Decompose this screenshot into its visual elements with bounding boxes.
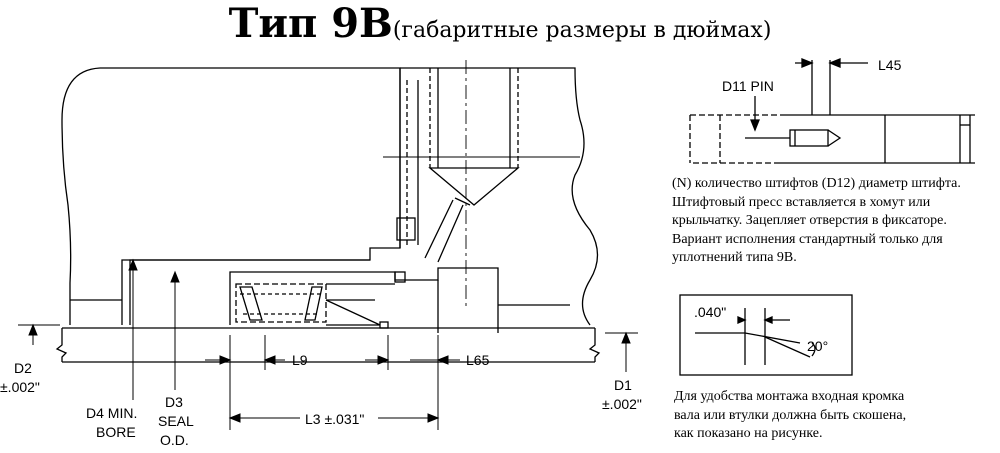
label-d1-line1: D1 [614,377,632,393]
label-d2-line1: D2 [14,360,32,376]
label-d3-line1: D3 [165,394,183,410]
label-d3-line2: SEAL [158,413,194,429]
label-d2-line2: ±.002" [0,379,40,395]
chamfer-note-line: как показано на рисунке. [674,426,823,441]
label-chamfer-angle: 20° [807,338,828,354]
label-chamfer-width: .040" [694,304,726,320]
shaft [55,327,601,363]
pin-bore [383,60,580,310]
pin-note-line: уплотнений типа 9В. [672,250,797,265]
title-main: Тип 9В [228,0,393,47]
chamfer-note-line: Для удобства монтажа входная кромка [674,389,905,404]
pin-note-line: Штифтовый пресс вставляется в хомут или [672,194,931,210]
pin-note-line: (N) количество штифтов (D12) диаметр шти… [672,176,961,191]
seal-assembly [235,271,406,329]
label-d4-line1: D4 MIN. [86,405,137,421]
title-subtitle: (габаритные размеры в дюймах) [392,18,772,43]
pin-detail [689,58,975,164]
pin-note: (N) количество штифтов (D12) диаметр шти… [672,175,961,268]
pin-note-line: крыльчатку. Зацепляет отверстия в фиксат… [672,213,947,228]
pin-note-line: Вариант исполнения стандартный только дл… [672,231,943,247]
chamfer-detail [679,294,853,376]
housing-outline [61,67,599,326]
label-d11: D11 PIN [722,78,774,94]
chamfer-note-line: вала или втулки должна быть скошена, [674,407,907,423]
page-title: Тип 9В(габаритные размеры в дюймах) [0,0,1000,47]
seal-cavity [129,259,570,333]
label-l45: L45 [878,57,902,73]
dimension-lines [18,258,638,430]
label-l65: L65 [466,352,490,368]
label-d4-line2: BORE [96,424,136,440]
label-d3-line3: O.D. [160,432,189,448]
label-l9: L9 [292,352,308,368]
chamfer-note: Для удобства монтажа входная кромка вала… [674,388,906,444]
label-l3: L3 ±.031" [305,411,364,427]
label-d1-line2: ±.002" [602,396,642,412]
